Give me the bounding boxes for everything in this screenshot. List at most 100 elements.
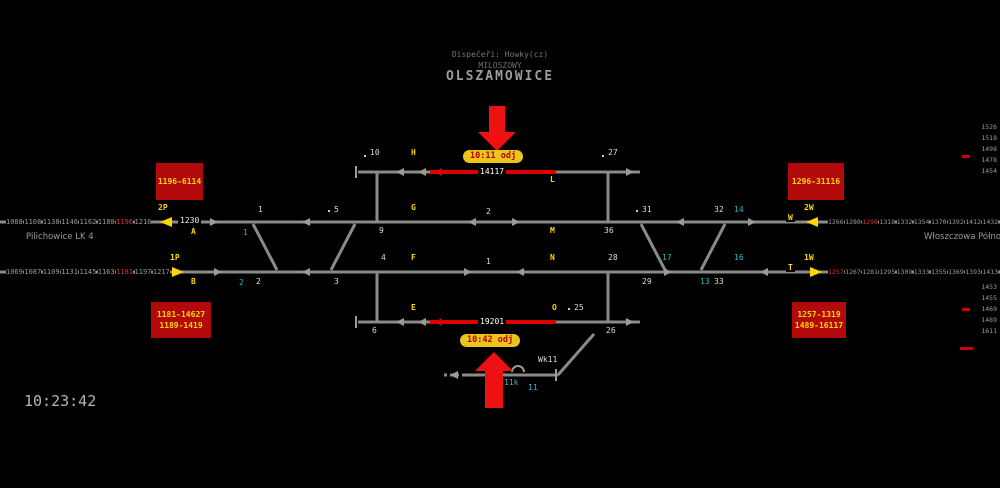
approach-train-number[interactable]: 1181 — [116, 268, 134, 276]
crossover-left-2[interactable] — [329, 223, 357, 271]
approach-train-number[interactable]: 1281 — [862, 268, 878, 276]
switch-28[interactable]: 28 — [608, 253, 618, 262]
signal-letter-B[interactable]: B — [191, 277, 196, 286]
crossover-left-1[interactable] — [251, 223, 279, 271]
signal-letter-M[interactable]: M — [550, 226, 555, 235]
approach-train-number[interactable]: 1296 — [862, 218, 878, 226]
signal-10[interactable]: 10 — [370, 148, 380, 157]
switch-1[interactable]: 1 — [258, 205, 263, 214]
switch-29[interactable]: 29 — [642, 277, 652, 286]
train-list-box-bottom-right[interactable]: 1257-1319 1489-16117 — [792, 302, 846, 338]
switch-9[interactable]: 9 — [379, 226, 384, 235]
approach-train-number[interactable]: 1267 — [845, 268, 861, 276]
approach-train-number[interactable]: 1295 — [879, 268, 896, 276]
route-arrow-2W[interactable] — [806, 217, 818, 227]
direction-label-2P[interactable]: 2P — [158, 203, 168, 212]
signal-letter-L[interactable]: L — [550, 175, 555, 184]
train-list-box-top-right[interactable]: 1296-31116 — [788, 163, 844, 200]
approach-train-number[interactable]: 1355 — [930, 268, 947, 276]
approach-train-number[interactable]: 1354 — [913, 218, 930, 226]
approach-train-number[interactable]: 1197 — [134, 268, 152, 276]
approach-train-number[interactable]: 1109 — [42, 268, 60, 276]
train-number-track-L[interactable]: 14117 — [478, 167, 507, 176]
approach-train-number[interactable]: 1188 — [97, 218, 115, 226]
approach-train-number[interactable]: 1333 — [913, 268, 930, 276]
signal-27[interactable]: 27 — [608, 148, 618, 157]
crossover-right-2[interactable] — [699, 223, 727, 271]
approach-train-number[interactable]: 1087 — [24, 268, 42, 276]
signal-letter-A[interactable]: A — [191, 227, 196, 236]
approach-train-number[interactable]: 1196 — [116, 218, 134, 226]
switch-2[interactable]: 2 — [256, 277, 261, 286]
signal-letter-O[interactable]: O — [552, 303, 557, 312]
route-direction-arrows[interactable] — [160, 217, 822, 277]
switch-36[interactable]: 36 — [604, 226, 614, 235]
approach-train-number[interactable]: 1526 — [981, 123, 997, 131]
approach-train-number[interactable]: 1217 — [152, 268, 170, 276]
signal-letter-W[interactable]: W — [786, 213, 795, 222]
occupied-sections[interactable] — [430, 170, 556, 324]
switch-4[interactable]: 4 — [381, 253, 386, 262]
approach-train-number[interactable]: 1266 — [828, 218, 844, 226]
approach-train-number[interactable]: 1413 — [982, 268, 999, 276]
crossover-right-1[interactable] — [639, 223, 667, 271]
approach-train-number[interactable]: 1478 — [981, 156, 997, 164]
approach-train-number[interactable]: 1393 — [965, 268, 981, 276]
direction-label-1P[interactable]: 1P — [170, 253, 180, 262]
switch-5[interactable]: 5 — [334, 205, 339, 214]
approach-train-number[interactable]: 1318 — [879, 218, 896, 226]
approach-train-number[interactable]: 1145 — [79, 268, 97, 276]
route-number-11[interactable]: 11 — [528, 383, 538, 392]
switch-31[interactable]: 31 — [642, 205, 652, 214]
route-number-14[interactable]: 14 — [734, 205, 744, 214]
approach-train-number[interactable]: 1108 — [24, 218, 42, 226]
approach-train-number[interactable]: 1162 — [79, 218, 97, 226]
approach-train-number[interactable]: 1088 — [6, 218, 23, 226]
switch-33[interactable]: 33 — [714, 277, 724, 286]
route-number-1[interactable]: 1 — [243, 228, 248, 237]
train-number-track-E[interactable]: 19201 — [478, 317, 507, 326]
switch-32[interactable]: 32 — [714, 205, 724, 214]
route-number-17[interactable]: 17 — [662, 253, 672, 262]
route-arrow-1P[interactable] — [172, 267, 184, 277]
approach-train-number[interactable]: 1489 — [981, 316, 997, 324]
switch-25[interactable]: 25 — [574, 303, 584, 312]
approach-train-number[interactable]: 1138 — [42, 218, 60, 226]
train-list-box-bottom-left[interactable]: 1181-14627 1189-1419 — [151, 302, 211, 338]
approach-train-number[interactable]: 1332 — [896, 218, 913, 226]
approach-train-number[interactable]: 1216 — [134, 218, 152, 226]
approach-train-number[interactable]: 1392 — [948, 218, 964, 226]
approach-train-number[interactable]: 1432 — [982, 218, 999, 226]
approach-train-number[interactable]: 1131 — [61, 268, 78, 276]
signal-letter-N[interactable]: N — [550, 253, 555, 262]
approach-train-number[interactable]: 1146 — [61, 218, 78, 226]
signal-letter-G[interactable]: G — [411, 203, 416, 212]
derailer-Wk11-icon[interactable] — [511, 365, 525, 373]
route-arrow-2P[interactable] — [160, 217, 172, 227]
approach-train-number[interactable]: 1370 — [930, 218, 947, 226]
approach-train-number[interactable]: 1069 — [6, 268, 23, 276]
signal-letter-T[interactable]: T — [786, 263, 795, 272]
approach-train-number[interactable]: 1412 — [965, 218, 981, 226]
route-number-11k[interactable]: 11k — [504, 378, 519, 387]
route-number-16[interactable]: 16 — [734, 253, 744, 262]
derailer-label-Wk11[interactable]: Wk11 — [538, 355, 558, 364]
approach-train-number[interactable]: 1455 — [981, 294, 997, 302]
approach-train-number[interactable]: 1453 — [981, 283, 997, 291]
signal-letter-F[interactable]: F — [411, 253, 416, 262]
switch-3[interactable]: 3 — [334, 277, 339, 286]
approach-train-number[interactable]: 1309 — [896, 268, 913, 276]
signal-letter-E[interactable]: E — [411, 303, 416, 312]
train-list-box-top-left[interactable]: 1196-6114 — [156, 163, 203, 200]
approach-train-number[interactable]: 1498 — [981, 145, 997, 153]
approach-train-number[interactable]: 1611 — [981, 327, 997, 335]
signal-arrowheads[interactable] — [210, 168, 768, 379]
approach-train-number[interactable]: 1369 — [948, 268, 964, 276]
switch-6[interactable]: 6 — [372, 326, 377, 335]
approach-train-number[interactable]: 1454 — [981, 167, 997, 175]
route-number-13[interactable]: 13 — [700, 277, 710, 286]
signal-letter-H[interactable]: H — [411, 148, 416, 157]
direction-label-2W[interactable]: 2W — [804, 203, 814, 212]
next-train-number[interactable]: 1230 — [178, 216, 202, 225]
switch-26[interactable]: 26 — [606, 326, 616, 335]
